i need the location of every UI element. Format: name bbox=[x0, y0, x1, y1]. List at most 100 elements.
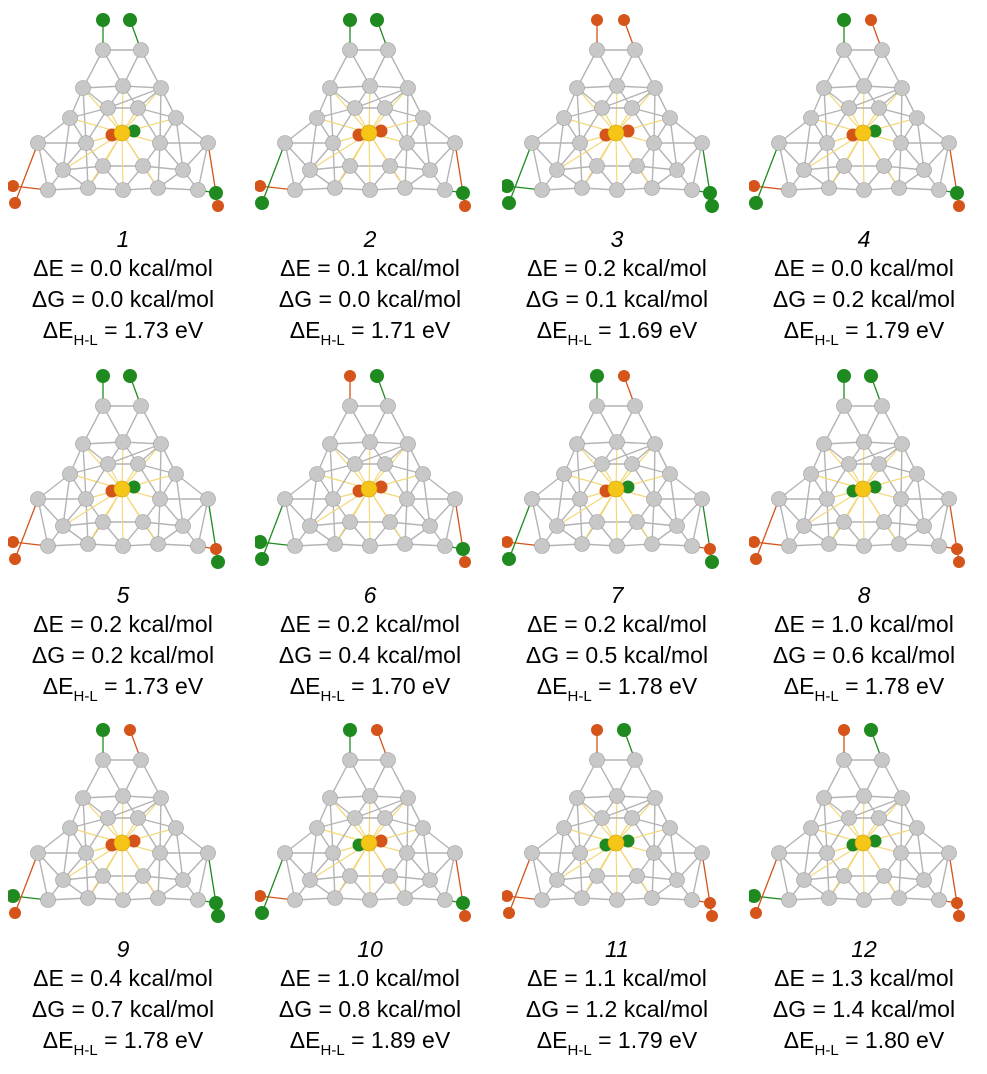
silver-atom bbox=[302, 872, 318, 888]
green-ligand-atom bbox=[123, 13, 137, 27]
silver-atom bbox=[133, 752, 149, 768]
silver-atom bbox=[624, 456, 640, 472]
bond bbox=[669, 117, 678, 171]
gold-atom bbox=[360, 124, 378, 142]
cluster-image bbox=[748, 364, 979, 579]
bond bbox=[531, 498, 543, 547]
silver-atom bbox=[382, 158, 398, 174]
silver-atom bbox=[30, 845, 46, 861]
silver-atom bbox=[302, 162, 318, 178]
orange-ligand-atom bbox=[7, 180, 19, 192]
isomer-number: 10 bbox=[357, 936, 383, 962]
center-bond bbox=[121, 842, 124, 901]
silver-atom bbox=[771, 845, 787, 861]
bond bbox=[601, 87, 656, 109]
energy-difference: ΔE = 0.2 kcal/mol bbox=[33, 611, 213, 637]
gap-symbol: ΔE bbox=[536, 317, 568, 343]
silver-atom bbox=[589, 42, 605, 58]
silver-atom bbox=[669, 518, 685, 534]
bond bbox=[284, 852, 296, 901]
bond bbox=[354, 797, 409, 819]
silver-atom bbox=[168, 110, 184, 126]
silver-atom bbox=[30, 491, 46, 507]
bond bbox=[900, 443, 903, 500]
bond bbox=[422, 827, 431, 881]
silver-atom bbox=[30, 135, 46, 151]
silver-atom bbox=[342, 868, 358, 884]
energy-difference: ΔE = 1.3 kcal/mol bbox=[774, 965, 954, 991]
silver-atom bbox=[589, 514, 605, 530]
orange-ligand-atom bbox=[618, 14, 630, 26]
gap-subscript: H-L bbox=[73, 332, 98, 349]
cluster-structure bbox=[254, 13, 471, 212]
silver-atom bbox=[819, 845, 835, 861]
gap-subscript: H-L bbox=[567, 1042, 592, 1059]
silver-atom bbox=[277, 491, 293, 507]
silver-atom bbox=[841, 810, 857, 826]
silver-atom bbox=[325, 845, 341, 861]
cluster-structure bbox=[747, 723, 965, 922]
silver-atom bbox=[150, 890, 166, 906]
bond bbox=[284, 142, 296, 191]
gap-value: = 1.73 eV bbox=[97, 317, 204, 343]
bond bbox=[576, 797, 581, 854]
silver-atom bbox=[327, 890, 343, 906]
silver-atom bbox=[781, 538, 797, 554]
bond bbox=[354, 87, 409, 109]
silver-atom bbox=[524, 845, 540, 861]
cluster-structure bbox=[748, 369, 965, 568]
inner-ligand-atom bbox=[374, 480, 388, 494]
silver-atom bbox=[327, 180, 343, 196]
silver-atom bbox=[322, 436, 338, 452]
orange-ligand-atom bbox=[501, 536, 513, 548]
homo-lumo-gap: ΔEH-L = 1.80 eV bbox=[741, 1025, 987, 1058]
silver-atom bbox=[694, 845, 710, 861]
silver-atom bbox=[836, 398, 852, 414]
green-ligand-atom bbox=[370, 369, 384, 383]
silver-atom bbox=[609, 434, 625, 450]
silver-atom bbox=[152, 491, 168, 507]
isomer-number: 11 bbox=[605, 936, 629, 962]
silver-atom bbox=[816, 436, 832, 452]
cluster-image bbox=[500, 8, 732, 223]
orange-ligand-atom bbox=[7, 536, 19, 548]
silver-atom bbox=[781, 182, 797, 198]
silver-atom bbox=[190, 892, 206, 908]
silver-atom bbox=[572, 491, 588, 507]
cluster-image bbox=[501, 364, 732, 579]
silver-atom bbox=[549, 162, 565, 178]
silver-atom bbox=[422, 518, 438, 534]
silver-atom bbox=[941, 491, 957, 507]
silver-atom bbox=[287, 892, 303, 908]
silver-atom bbox=[871, 810, 887, 826]
silver-atom bbox=[594, 100, 610, 116]
silver-atom bbox=[153, 436, 169, 452]
silver-atom bbox=[574, 536, 590, 552]
gold-atom bbox=[113, 124, 131, 142]
silver-atom bbox=[931, 538, 947, 554]
silver-atom bbox=[609, 538, 625, 554]
silver-atom bbox=[399, 491, 415, 507]
silver-atom bbox=[821, 890, 837, 906]
energy-difference: ΔE = 0.4 kcal/mol bbox=[33, 965, 213, 991]
silver-atom bbox=[347, 100, 363, 116]
ligand-bond bbox=[261, 142, 286, 204]
silver-atom bbox=[152, 845, 168, 861]
silver-atom bbox=[190, 538, 206, 554]
silver-atom bbox=[662, 110, 678, 126]
gold-atom bbox=[113, 480, 131, 498]
bond bbox=[778, 142, 790, 191]
orange-ligand-atom bbox=[9, 553, 21, 565]
gold-atom bbox=[113, 834, 131, 852]
gap-value: = 1.69 eV bbox=[591, 317, 698, 343]
cluster-structure bbox=[6, 723, 225, 923]
silver-atom bbox=[447, 491, 463, 507]
bond bbox=[175, 827, 184, 881]
silver-atom bbox=[609, 892, 625, 908]
gap-subscript: H-L bbox=[814, 332, 839, 349]
isomer-number: 2 bbox=[363, 226, 377, 252]
